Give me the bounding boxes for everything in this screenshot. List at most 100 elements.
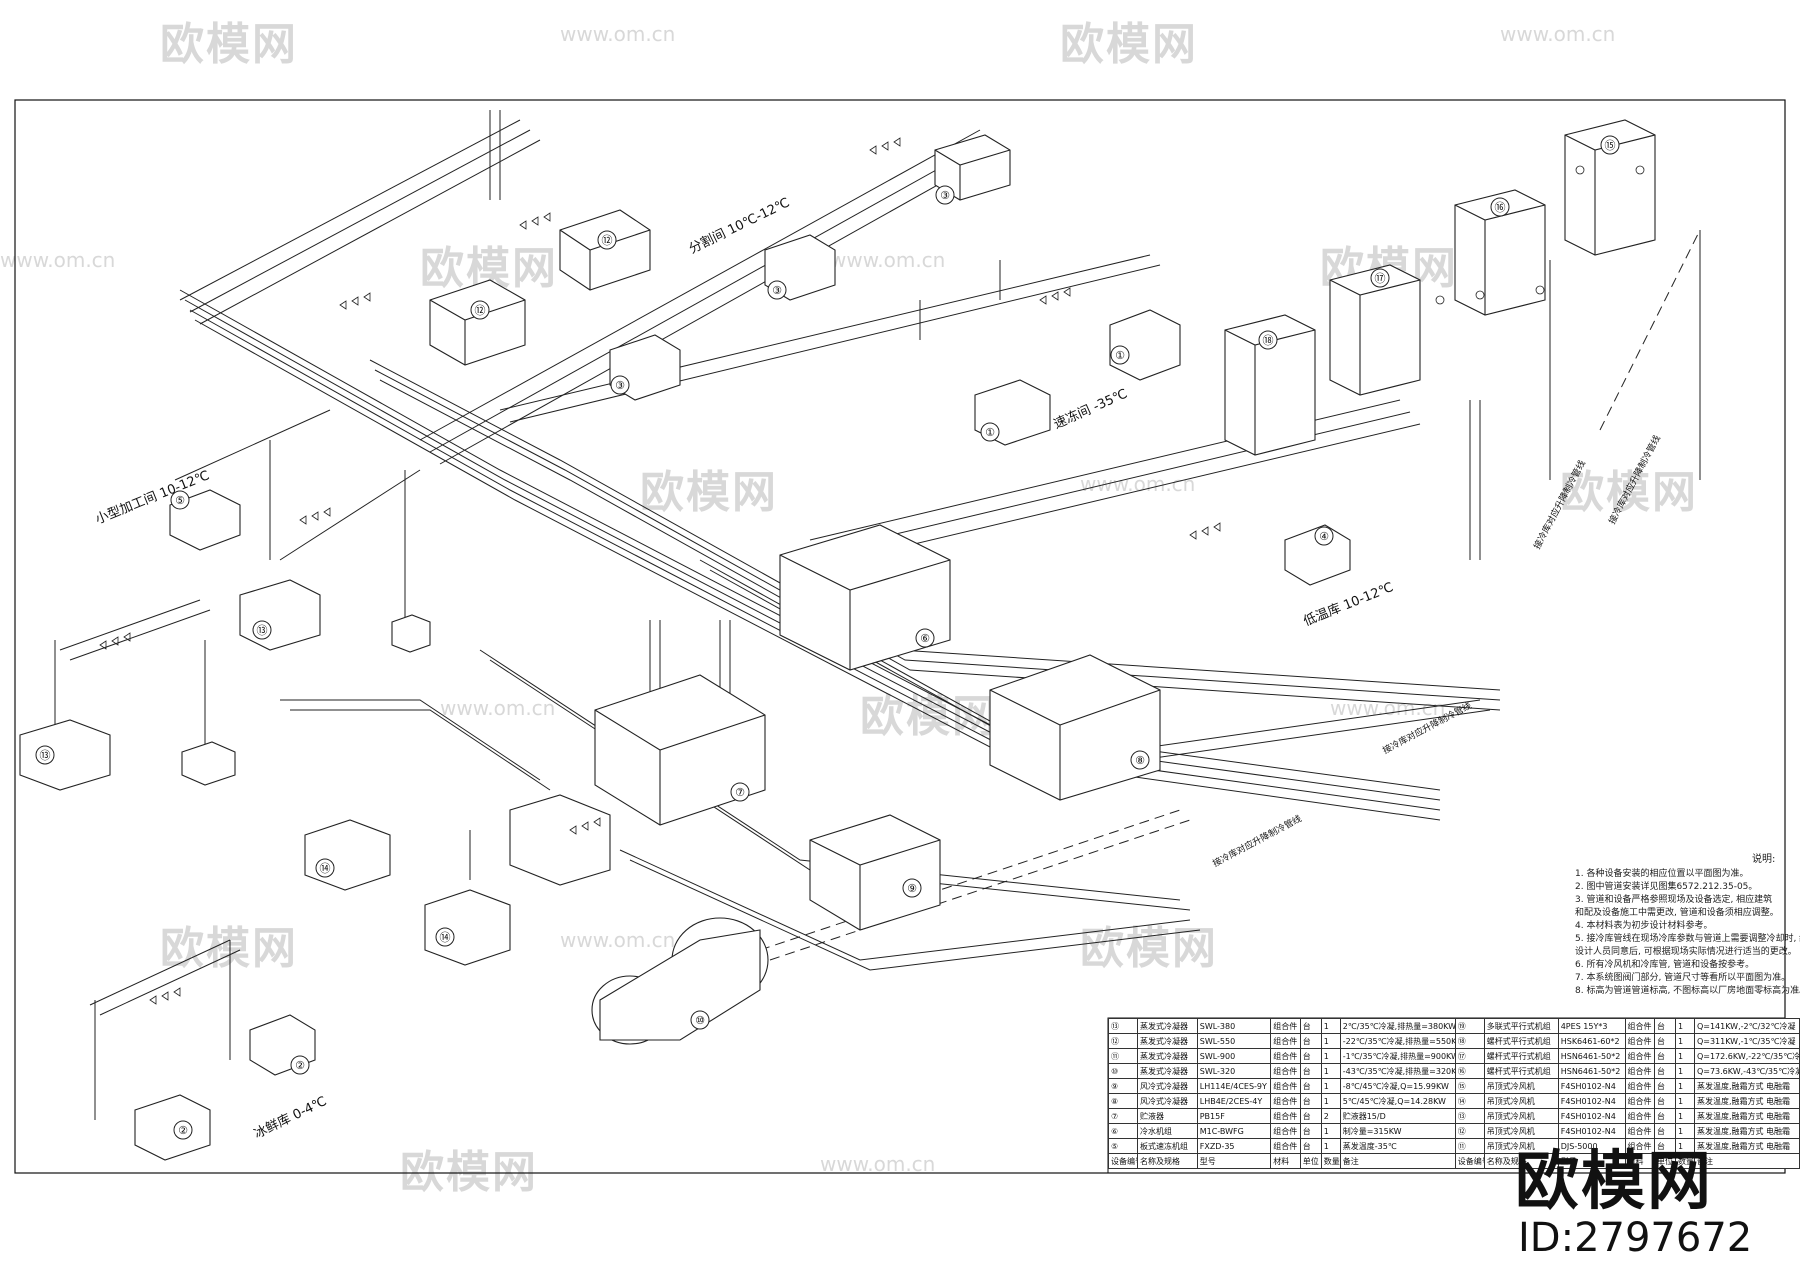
equipment-number: ② bbox=[178, 1124, 188, 1137]
equipment-table-cell: 螺杆式平行式机组 bbox=[1483, 1063, 1559, 1079]
equipment-table-cell: 2℃/35℃冷凝,排热量=380KW bbox=[1339, 1018, 1456, 1034]
equipment-table-cell: ⑬ bbox=[1108, 1018, 1138, 1034]
stamp-id: ID:2797672 bbox=[1518, 1215, 1753, 1261]
equipment-table-cell: 台 bbox=[1299, 1138, 1322, 1154]
equipment-number: ⑨ bbox=[907, 882, 917, 895]
equipment-number: ⑦ bbox=[735, 786, 745, 799]
equipment-table-cell: 5℃/45℃冷凝,Q=14.28KW bbox=[1339, 1093, 1456, 1109]
equipment-table-cell: SWL-900 bbox=[1196, 1048, 1272, 1064]
note-line: 3. 管道和设备严格参照现场及设备选定, 相应建筑 bbox=[1575, 895, 1773, 905]
equipment-table-cell: 台 bbox=[1299, 1063, 1322, 1079]
equipment-table-cell: 台 bbox=[1299, 1093, 1322, 1109]
equipment-table-cell: SWL-320 bbox=[1196, 1063, 1272, 1079]
drawing-frame bbox=[14, 99, 1786, 1174]
equipment-table-cell: 组合件 bbox=[1624, 1078, 1655, 1094]
note-line: 8. 标高为管道管道标高, 不图标高以厂房地面零标高为准。 bbox=[1575, 986, 1800, 996]
watermark-logo: 欧模网 bbox=[640, 467, 778, 518]
equipment-table-cell: ⑬ bbox=[1454, 1108, 1485, 1124]
equipment-table-cell: 风冷式冷凝器 bbox=[1137, 1093, 1198, 1109]
equipment-table-cell: 组合件 bbox=[1624, 1108, 1655, 1124]
equipment-table-cell: 1 bbox=[1674, 1108, 1695, 1124]
equipment-table-cell: 1 bbox=[1320, 1078, 1341, 1094]
equipment-table-cell: 组合件 bbox=[1624, 1048, 1655, 1064]
equipment-number: ③ bbox=[772, 284, 782, 297]
equipment-table-cell: 组合件 bbox=[1270, 1033, 1301, 1049]
equipment-table-cell: 1 bbox=[1674, 1048, 1695, 1064]
equipment-number: ⑫ bbox=[602, 234, 613, 247]
note-line: 7. 本系统图阀门部分, 管道尺寸等看所以平面图为准。 bbox=[1575, 973, 1791, 983]
equipment-number: ⑬ bbox=[40, 749, 51, 762]
equipment-table-cell: 1 bbox=[1320, 1123, 1341, 1139]
equipment-table-cell: 台 bbox=[1653, 1018, 1676, 1034]
equipment-table-cell: 1 bbox=[1320, 1093, 1341, 1109]
equipment-table-cell: ⑪ bbox=[1454, 1138, 1485, 1154]
equipment-number-markers bbox=[35, 135, 1620, 1140]
stamp-logo: 欧模网 bbox=[1515, 1145, 1713, 1219]
equipment-table-cell: 风冷式冷凝器 bbox=[1137, 1078, 1198, 1094]
equipment-table-cell: 2 bbox=[1320, 1108, 1341, 1124]
equipment-table-cell: ⑰ bbox=[1454, 1048, 1485, 1064]
equipment-table-cell: 台 bbox=[1653, 1063, 1676, 1079]
equipment-number-text: ⑫ ⑫ ③ ③ ③ ① ① ⑤ ⑬ ⑬ ⑥ ⑦ ⑧ ⑨ ⑭ ⑭ ② ② ④ ⑩ … bbox=[40, 139, 1616, 1137]
equipment-table-cell: 组合件 bbox=[1270, 1048, 1301, 1064]
equipment-table-cell: 材料 bbox=[1270, 1153, 1301, 1169]
watermark-url: www.om.cn bbox=[830, 248, 946, 272]
equipment-table-cell: 台 bbox=[1299, 1108, 1322, 1124]
note-line: 设计人员同意后, 可根据现场实际情况进行适当的更改。 bbox=[1575, 947, 1797, 957]
equipment-table-cell: 贮液器 bbox=[1137, 1108, 1198, 1124]
equipment-table-cell: 1 bbox=[1674, 1078, 1695, 1094]
equipment-table-cell: 设备编号 bbox=[1454, 1153, 1485, 1169]
equipment-table-cell: 台 bbox=[1653, 1108, 1676, 1124]
equipment-table-cell: 螺杆式平行式机组 bbox=[1483, 1048, 1559, 1064]
equipment-table-cell: ⑤ bbox=[1108, 1138, 1138, 1154]
equipment-table-cell: -1℃/35℃冷凝,排热量=900KW bbox=[1339, 1048, 1456, 1064]
equipment-number: ⑭ bbox=[320, 862, 331, 875]
watermark-logo: 欧模网 bbox=[1060, 19, 1198, 70]
equipment-table-cell: F4SH0102-N4 bbox=[1557, 1093, 1626, 1109]
equipment-table-cell: 台 bbox=[1653, 1033, 1676, 1049]
equipment-table-cell: 单位 bbox=[1299, 1153, 1322, 1169]
note-line: 4. 本材料表为初步设计材料参考。 bbox=[1575, 921, 1713, 931]
equipment-table-cell: Q=172.6KW,-22℃/35℃冷凝 bbox=[1693, 1048, 1800, 1064]
equipment-table-cell: 吊顶式冷风机 bbox=[1483, 1108, 1559, 1124]
equipment-table-cell: 1 bbox=[1320, 1018, 1341, 1034]
equipment-table-cell: 台 bbox=[1299, 1033, 1322, 1049]
equipment-table-cell: -43℃/35℃冷凝,排热量=320KW bbox=[1339, 1063, 1456, 1079]
watermark-url: www.om.cn bbox=[1500, 22, 1616, 46]
equipment-table-cell: 台 bbox=[1653, 1048, 1676, 1064]
equipment-number: ③ bbox=[940, 189, 950, 202]
equipment-table-cell: ⑪ bbox=[1108, 1048, 1138, 1064]
equipment-table-cell: 组合件 bbox=[1270, 1123, 1301, 1139]
equipment-table-cell: 名称及规格 bbox=[1483, 1153, 1559, 1169]
note-line: 2. 图中管道安装详见图集6572.212.35-05。 bbox=[1575, 882, 1758, 892]
equipment-table-cell: 台 bbox=[1299, 1018, 1322, 1034]
equipment-table-cell: 蒸发温度-35℃ bbox=[1339, 1138, 1456, 1154]
equipment-table-cell: ⑯ bbox=[1454, 1063, 1485, 1079]
equipment-table-cell: 1 bbox=[1674, 1033, 1695, 1049]
equipment-table-cell: 1 bbox=[1320, 1138, 1341, 1154]
equipment-table-cell: 组合件 bbox=[1270, 1018, 1301, 1034]
equipment-table-cell: 1 bbox=[1320, 1048, 1341, 1064]
equipment-table-cell: 蒸发式冷凝器 bbox=[1137, 1033, 1198, 1049]
equipment-table-cell: 组合件 bbox=[1624, 1138, 1655, 1154]
equipment-number: ⑧ bbox=[1135, 754, 1145, 767]
equipment-table-cell: 数量 bbox=[1320, 1153, 1341, 1169]
equipment-table-cell: F4SH0102-N4 bbox=[1557, 1078, 1626, 1094]
note-line: 5. 接冷库管线在现场冷库参数与管道上需要调整冷却时, 经 bbox=[1575, 934, 1800, 944]
equipment-table-cell: 蒸发温度,融霜方式 电融霜 bbox=[1693, 1078, 1800, 1094]
equipment-table-cell: 组合件 bbox=[1270, 1063, 1301, 1079]
equipment-table-cell: LH114E/4CES-9Y bbox=[1196, 1078, 1272, 1094]
equipment-table-cell: 名称及规格 bbox=[1137, 1153, 1198, 1169]
equipment-table-cell: HSN6461-50*2 bbox=[1557, 1063, 1626, 1079]
equipment-table-cell: ⑩ bbox=[1108, 1063, 1138, 1079]
equipment-table-cell: 组合件 bbox=[1270, 1108, 1301, 1124]
watermark-logo: 欧模网 bbox=[160, 19, 298, 70]
equipment-table-cell: 蒸发式冷凝器 bbox=[1137, 1048, 1198, 1064]
note-line: 6. 所有冷风机和冷库管, 管道和设备按参考。 bbox=[1575, 960, 1755, 970]
equipment-table-cell: 贮液器15/D bbox=[1339, 1108, 1456, 1124]
equipment-number: ⑬ bbox=[257, 624, 268, 637]
equipment-table-cell: HSK6461-60*2 bbox=[1557, 1033, 1626, 1049]
